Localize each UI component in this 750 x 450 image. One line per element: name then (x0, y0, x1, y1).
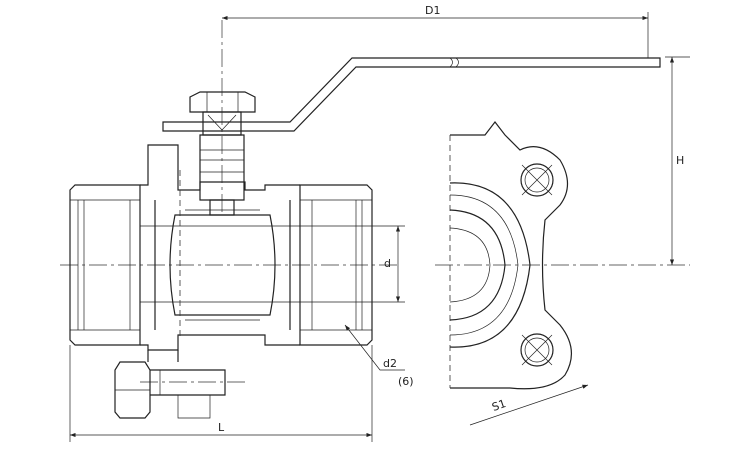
label-d: d (384, 257, 391, 270)
drain-plug (114, 350, 226, 419)
stem-assembly (189, 91, 256, 216)
label-thread-note: (6) (398, 375, 414, 388)
label-d1: D1 (425, 4, 441, 17)
label-d2: d2 (383, 357, 397, 370)
dimension-lines (69, 12, 690, 442)
label-l: L (218, 421, 225, 434)
valve-body-side (449, 121, 572, 390)
label-h: H (676, 154, 685, 167)
valve-body-front (69, 144, 373, 351)
handle (162, 57, 661, 132)
